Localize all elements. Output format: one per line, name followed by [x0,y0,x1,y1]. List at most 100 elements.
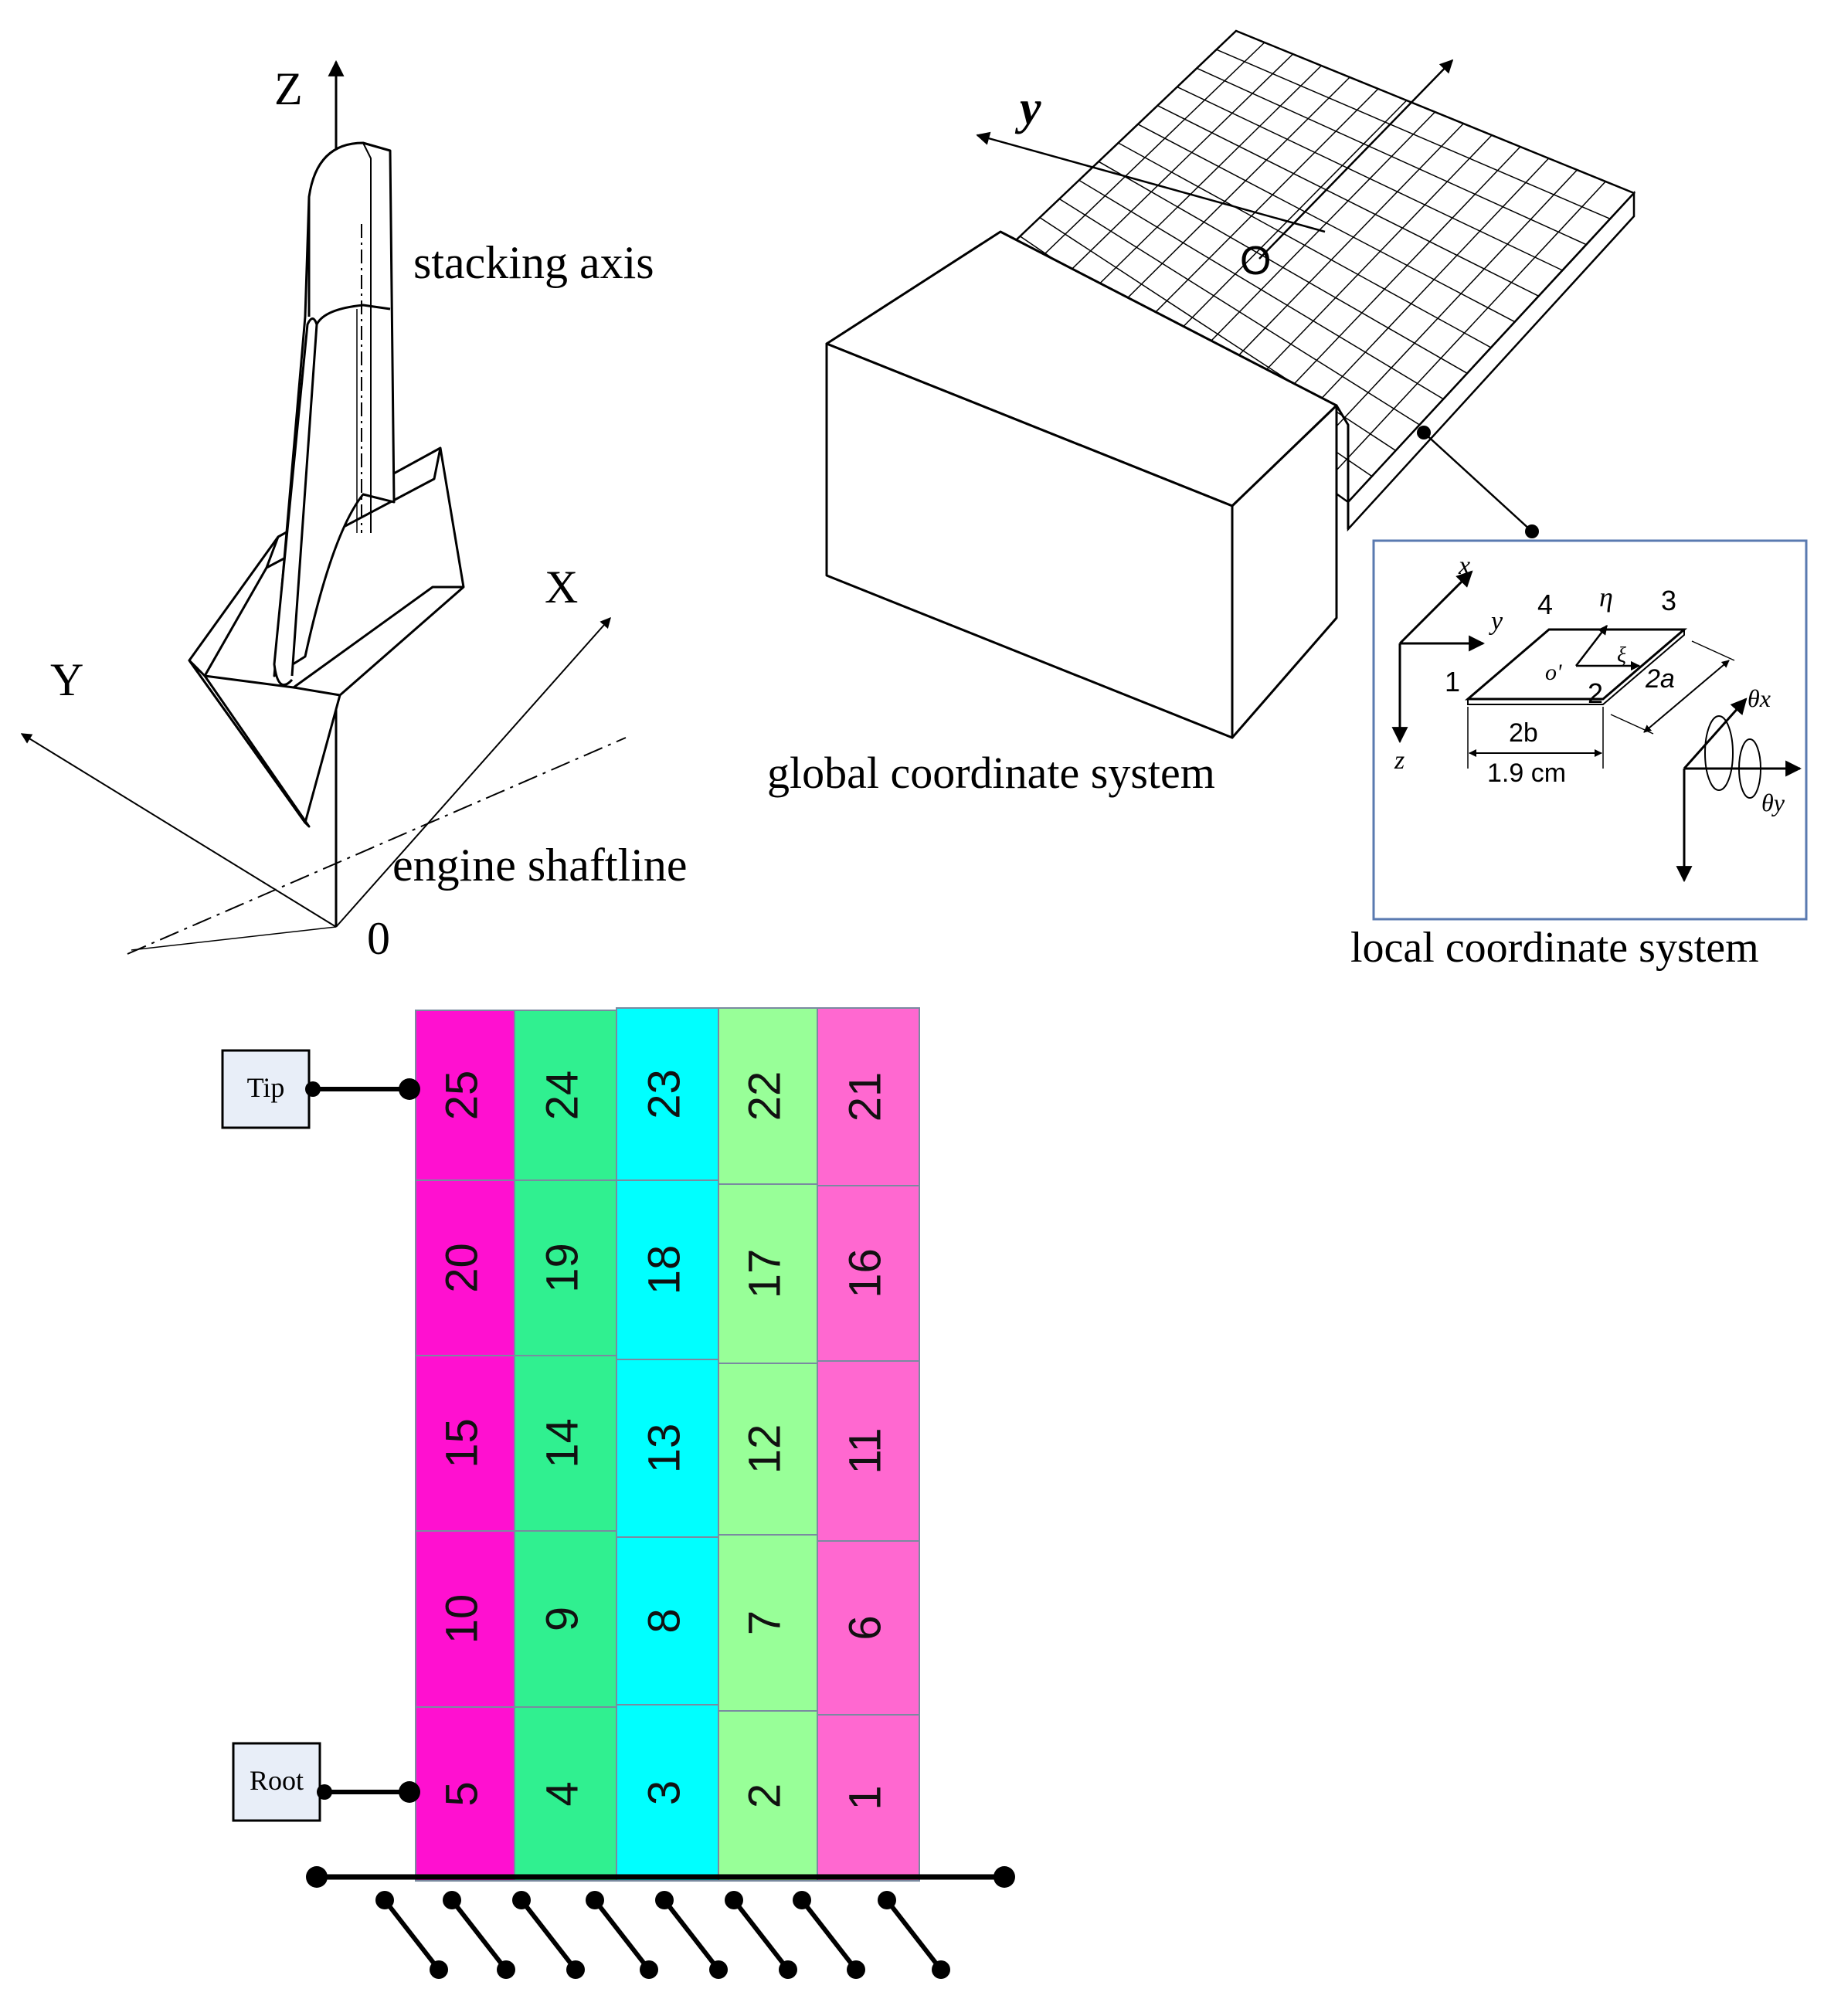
node-4-label: 4 [1537,589,1553,620]
x-axis-line [335,616,611,928]
engine-shaftline-label: engine shaftline [392,840,688,891]
mesh-line [1196,67,1587,246]
ground-end-dot [306,1866,328,1888]
hatch-dot [512,1891,531,1909]
patch-number: 11 [840,1427,890,1474]
patch-cell [514,1355,617,1532]
patch-number: 25 [436,1071,487,1121]
rotation-x-axis [1683,697,1748,769]
node-1-label: 1 [1445,666,1460,697]
patch-cell [514,1706,617,1882]
patch-cell [718,1363,818,1536]
blade-root-platform [188,446,465,828]
node-3-label: 3 [1661,585,1676,616]
mesh-line [1098,161,1468,374]
mesh-line [1157,104,1540,297]
hatch-dot [779,1960,797,1979]
patch-number: 10 [436,1594,487,1644]
two-a-label: 2a [1645,664,1675,694]
hatch-dot [878,1891,896,1909]
plate-y-axis-label: y [1014,82,1041,134]
local-inset: x y z 1 2 3 4 η ξ o' 2a 2b 1.9 cm [1372,539,1808,921]
patch-number: 19 [537,1243,587,1293]
hatch-dot [430,1960,448,1979]
hatch-line [800,1899,858,1971]
theta-x-rotation-icon [1704,715,1734,791]
patch-number: 3 [639,1780,689,1805]
hatch-dot [725,1891,743,1909]
clamp-block [825,230,1350,739]
patch-cell [817,1007,920,1186]
patch-cell [415,1179,515,1356]
hatch-dot [793,1891,811,1909]
mesh-line [1137,124,1516,323]
local-z-label: z [1394,746,1405,775]
patch-number: 4 [537,1781,587,1806]
patch-cell [817,1185,920,1362]
patch-cell [817,1360,920,1542]
blade-airfoil [273,141,396,687]
width-value-label: 1.9 cm [1487,759,1566,788]
patch-number: 9 [537,1607,587,1631]
clamp-base [306,1866,1015,1979]
patch-number: 24 [537,1071,587,1121]
patch-cell [616,1179,719,1360]
patch-number: 13 [639,1424,689,1474]
tip-sensor-dot [399,1078,420,1100]
hatch-dot [640,1960,658,1979]
patch-number: 16 [840,1248,890,1298]
plate-x-axis-line [1258,59,1454,260]
patch-cell [718,1007,818,1185]
hatch-line [382,1899,441,1971]
two-a-dimension [1643,660,1730,733]
hatch-dot [709,1960,728,1979]
xi-label: ξ [1617,643,1626,667]
node-2-label: 2 [1588,677,1603,709]
leader-dot-inset [1525,524,1539,538]
blade-guide-line [131,926,337,951]
hatch-dot [586,1891,604,1909]
patch-number: 6 [840,1615,890,1640]
origin-label: 0 [367,913,390,964]
hatch-dot [655,1891,674,1909]
patch-cell [514,1179,617,1356]
z-axis-label: Z [274,63,303,114]
plate-origin-label: O [1240,239,1271,283]
patch-number: 22 [739,1071,790,1122]
patch-number: 2 [739,1784,790,1808]
patch-cell [415,1530,515,1708]
stacking-axis-label: stacking axis [413,237,654,288]
mesh-line [1177,86,1563,271]
hatch-line [450,1899,508,1971]
hatch-dot [847,1960,865,1979]
mesh-line [1058,198,1420,426]
hatch-dot [497,1960,515,1979]
theta-x-label: θx [1748,684,1771,712]
hatch-line [885,1899,943,1971]
patch-cell [415,1355,515,1532]
patch-number: 20 [436,1243,487,1293]
patch-number: 18 [639,1245,689,1295]
patch-number: 12 [739,1424,790,1475]
o-prime-label: o' [1545,660,1562,685]
patch-number: 17 [739,1249,790,1299]
theta-y-label: θy [1761,789,1785,816]
global-caption: global coordinate system [767,748,1215,798]
hatch-dot [443,1891,461,1909]
root-label: Root [250,1765,304,1796]
hatch-dot [566,1960,585,1979]
plate-panel: y O global coordinate system x y z 1 2 3… [767,29,1808,972]
hatch-line [593,1899,651,1971]
eta-arrow [1575,625,1608,667]
patch-cell [616,1536,719,1705]
mesh-line [1118,142,1492,348]
hatch-line [662,1899,721,1971]
patch-number: 21 [840,1072,890,1122]
inset-frame [1372,539,1808,921]
root-box [232,1742,321,1822]
local-y-label: y [1489,607,1503,636]
patch-number: 7 [739,1610,790,1635]
x-axis-label: X [545,562,578,613]
patch-cell [616,1359,719,1538]
